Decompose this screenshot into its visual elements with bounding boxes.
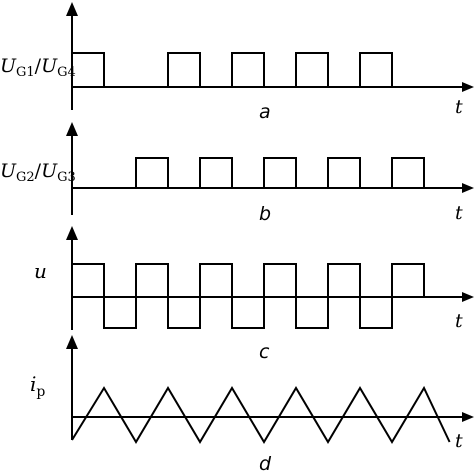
panel-d-y-arrow [66,335,78,349]
panel-c-y-arrow [66,226,78,240]
panel-a: UG1/UG4 a t [0,2,474,123]
panel-b-waveform [72,157,425,189]
panel-c-letter: c [259,341,270,363]
panel-b-y-arrow [66,122,78,136]
panel-a-y-label: UG1/UG4 [0,55,76,80]
panel-d: ip d t [30,335,474,474]
panel-d-letter: d [259,453,272,474]
panel-d-waveform [71,385,451,444]
panel-b: UG2/UG3 b t [0,122,474,225]
panel-a-x-arrow [462,82,474,92]
panel-b-t-label: t [455,202,463,224]
panel-b-y-label: UG2/UG3 [0,160,76,185]
panel-a-letter: a [259,101,271,123]
panel-c-waveform [72,263,425,329]
panel-c-x-arrow [462,292,474,302]
panel-a-y-arrow [66,2,78,16]
panel-a-waveform [72,52,393,88]
panel-d-y-label: ip [30,372,45,400]
panel-c-y-label: u [34,259,47,283]
panel-b-letter: b [259,203,271,225]
panel-d-t-label: t [455,430,463,452]
panel-d-x-arrow [462,412,474,422]
panel-b-x-arrow [462,183,474,193]
panel-a-t-label: t [455,96,463,118]
panel-c-t-label: t [455,310,463,332]
panel-c: u c t [34,226,474,363]
